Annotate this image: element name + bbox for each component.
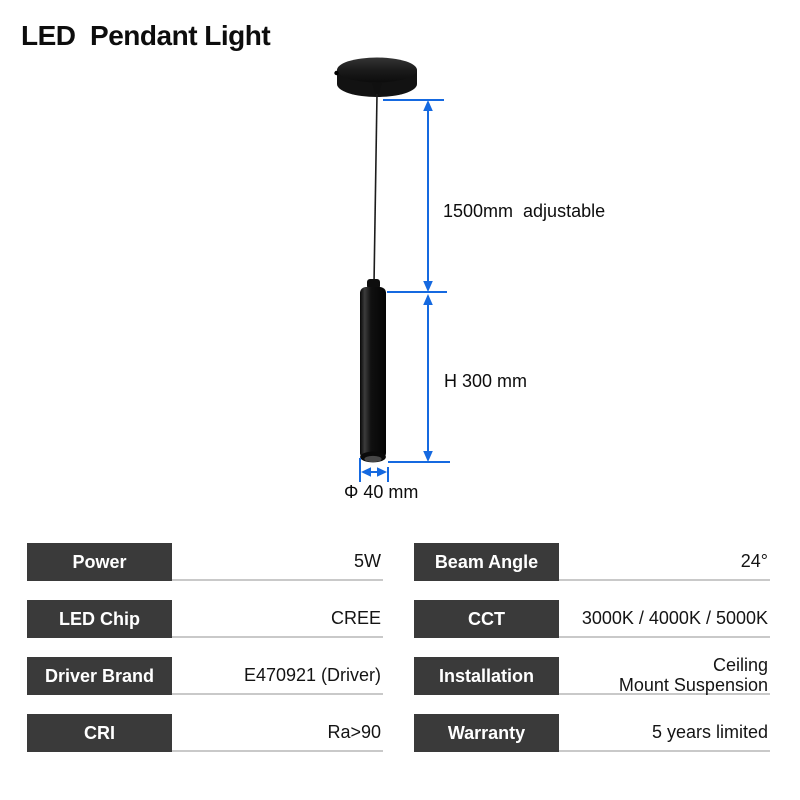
cord-grip xyxy=(372,83,382,95)
spec-value-power: 5W xyxy=(172,543,383,581)
spec-column-left: Power 5W LED Chip CREE Driver Brand E470… xyxy=(27,543,383,771)
spec-label-warranty: Warranty xyxy=(414,714,559,752)
spec-table: Power 5W LED Chip CREE Driver Brand E470… xyxy=(27,543,770,771)
cord-length-dimension-label: 1500mm adjustable xyxy=(443,201,606,221)
fixture-diameter-dimension-label: Φ 40 mm xyxy=(344,482,419,502)
spec-row-cct: CCT 3000K / 4000K / 5000K xyxy=(414,600,770,638)
cylinder-top-cap xyxy=(367,279,380,289)
fixture-diameter-dimension xyxy=(359,458,389,482)
spec-row-installation: Installation Ceiling Mount Suspension xyxy=(414,655,770,695)
fixture-height-dimension-label: H 300 mm xyxy=(444,371,528,391)
suspension-wire xyxy=(373,93,378,285)
pendant-cylinder xyxy=(360,279,386,463)
canopy-screw xyxy=(334,70,339,76)
spec-row-power: Power 5W xyxy=(27,543,383,581)
spec-column-right: Beam Angle 24° CCT 3000K / 4000K / 5000K… xyxy=(414,543,770,771)
cylinder-lens xyxy=(364,455,382,463)
spec-value-installation: Ceiling Mount Suspension xyxy=(559,655,770,695)
page-title: LED Pendant Light xyxy=(21,20,271,51)
spec-label-cct: CCT xyxy=(414,600,559,638)
spec-value-warranty: 5 years limited xyxy=(559,714,770,752)
spec-row-led-chip: LED Chip CREE xyxy=(27,600,383,638)
spec-row-beam-angle: Beam Angle 24° xyxy=(414,543,770,581)
cord-length-dimension xyxy=(383,99,447,293)
spec-value-cct: 3000K / 4000K / 5000K xyxy=(559,600,770,638)
spec-row-cri: CRI Ra>90 xyxy=(27,714,383,752)
spec-value-led-chip: CREE xyxy=(172,600,383,638)
spec-value-driver-brand: E470921 (Driver) xyxy=(172,657,383,695)
ceiling-canopy xyxy=(334,57,417,97)
spec-label-power: Power xyxy=(27,543,172,581)
spec-value-cri: Ra>90 xyxy=(172,714,383,752)
spec-label-beam-angle: Beam Angle xyxy=(414,543,559,581)
spec-label-led-chip: LED Chip xyxy=(27,600,172,638)
spec-row-driver-brand: Driver Brand E470921 (Driver) xyxy=(27,657,383,695)
pendant-diagram xyxy=(334,57,450,482)
spec-label-installation: Installation xyxy=(414,657,559,695)
fixture-height-dimension xyxy=(388,294,450,463)
spec-row-warranty: Warranty 5 years limited xyxy=(414,714,770,752)
spec-value-beam-angle: 24° xyxy=(559,543,770,581)
spec-label-driver-brand: Driver Brand xyxy=(27,657,172,695)
spec-label-cri: CRI xyxy=(27,714,172,752)
